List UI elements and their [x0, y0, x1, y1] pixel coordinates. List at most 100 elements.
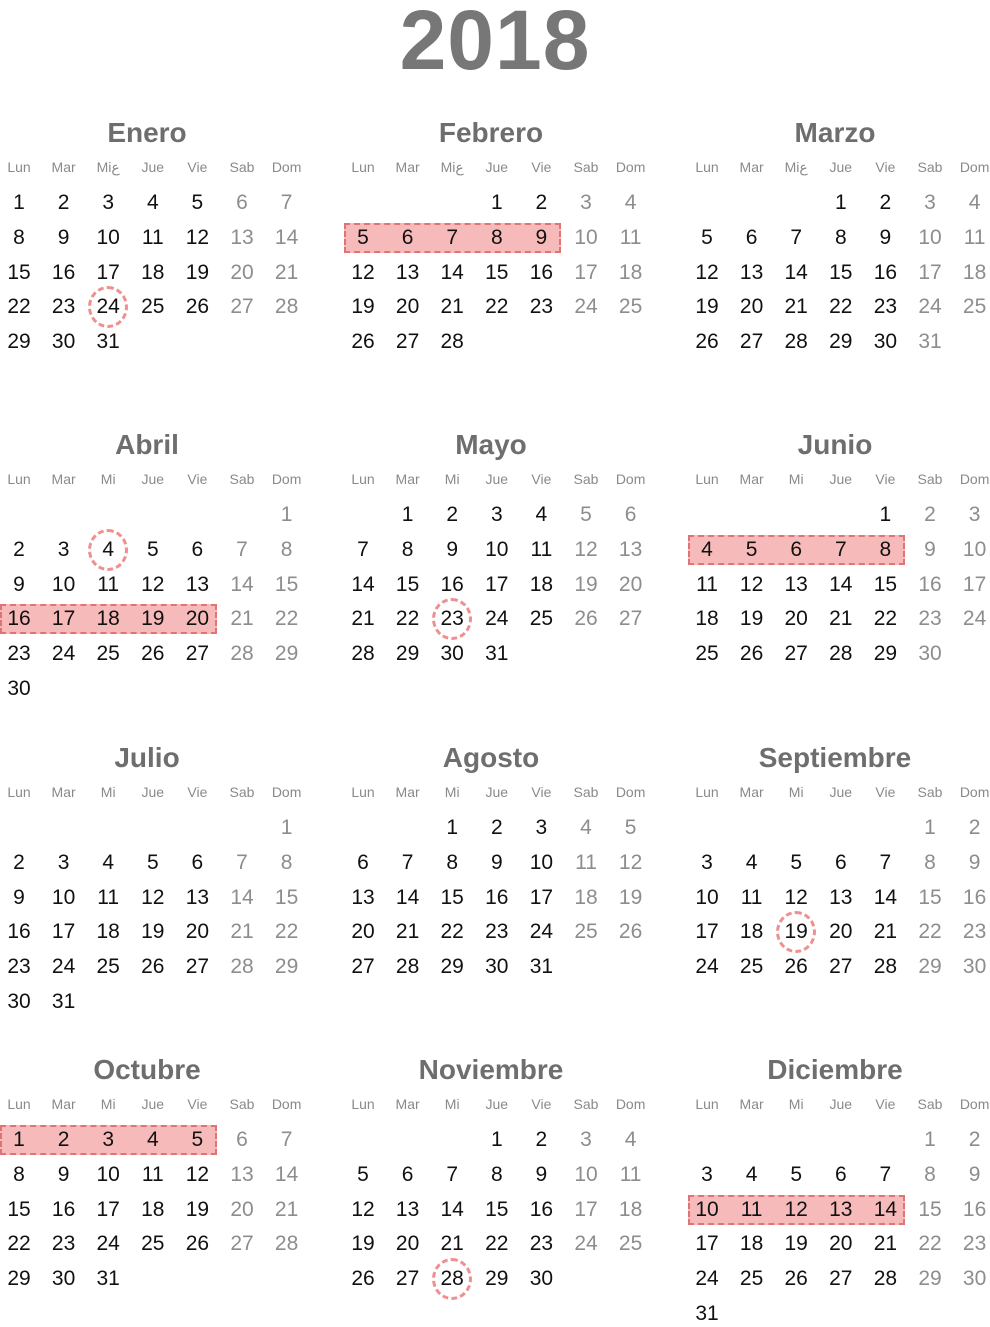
day-cell: 7: [446, 225, 459, 249]
day-cell: 15: [395, 572, 420, 596]
day-cell: 12: [185, 225, 210, 249]
day-cell: 16: [440, 572, 464, 596]
day-cell: 26: [351, 330, 375, 354]
day-cell: 11: [141, 1162, 164, 1186]
day-cell: 4: [535, 503, 548, 526]
day-cell: 1: [13, 191, 25, 214]
day-cell: 6: [191, 850, 204, 874]
day-cell: 13: [185, 572, 210, 596]
day-cell: 6: [357, 850, 369, 874]
day-cell: 22: [7, 295, 31, 319]
day-cell: 15: [274, 572, 299, 596]
day-cell: 6: [834, 1162, 847, 1186]
highlighted-week: [344, 222, 561, 253]
day-cell: 21: [395, 920, 420, 944]
day-cell: 5: [745, 537, 758, 561]
weekday-header: Mi: [100, 784, 116, 800]
weekday-header: Vie: [875, 1096, 896, 1112]
day-cell: 11: [619, 1162, 642, 1186]
weekday-header: Vie: [531, 784, 552, 800]
day-cell: 31: [96, 330, 120, 354]
day-cell: 18: [574, 885, 598, 909]
day-cell: 9: [924, 537, 936, 561]
day-cell: 6: [236, 191, 248, 214]
weekday-header: Dom: [959, 784, 990, 800]
day-cell: 19: [351, 1232, 375, 1256]
day-cell: 24: [574, 295, 598, 319]
day-cell: 30: [873, 330, 898, 354]
day-cell: 14: [351, 572, 375, 596]
weekday-header: Lun: [351, 159, 375, 175]
day-cell: 16: [873, 260, 898, 284]
day-cell: 5: [624, 816, 637, 839]
day-cell: 17: [96, 260, 120, 284]
day-cell: 9: [535, 1162, 548, 1186]
day-cell: 1: [834, 191, 847, 214]
day-cell: 8: [490, 225, 503, 249]
day-cell: 8: [446, 850, 459, 874]
day-cell: 26: [351, 1267, 375, 1291]
weekday-header: Sab: [229, 159, 255, 175]
day-cell: 6: [191, 537, 204, 561]
day-cell: 23: [485, 920, 509, 944]
day-cell: 4: [146, 1128, 159, 1151]
day-cell: 26: [141, 955, 165, 979]
day-cell: 11: [530, 537, 553, 561]
day-cell: 5: [146, 850, 159, 874]
day-cell: 4: [624, 191, 637, 214]
day-cell: 14: [440, 1197, 464, 1221]
day-cell: 15: [440, 885, 464, 909]
day-cell: 5: [357, 225, 369, 249]
weekday-header: Miع: [96, 159, 120, 175]
day-cell: 12: [784, 1197, 808, 1221]
weekday-header: Dom: [959, 1096, 990, 1112]
day-cell: 15: [7, 1197, 31, 1221]
day-cell: 22: [485, 295, 509, 319]
day-cell: 8: [13, 225, 25, 249]
day-cell: 29: [7, 330, 31, 354]
day-cell: 12: [618, 850, 643, 874]
weekday-header: Jue: [485, 784, 509, 800]
day-cell: 8: [280, 850, 293, 874]
day-cell: 29: [918, 1267, 942, 1291]
day-cell: 22: [485, 1232, 509, 1256]
day-cell: 18: [141, 260, 165, 284]
day-cell: 1: [490, 191, 503, 214]
day-cell: 21: [440, 1232, 464, 1256]
month-name: Enero: [107, 117, 187, 148]
weekday-header: Mar: [395, 159, 420, 175]
day-cell: 26: [574, 607, 598, 631]
weekday-header: Mar: [395, 784, 420, 800]
day-cell: 4: [968, 191, 981, 214]
day-cell: 24: [96, 1232, 120, 1256]
day-cell: 27: [395, 330, 420, 354]
day-cell: 14: [784, 260, 808, 284]
weekday-header: Jue: [485, 159, 509, 175]
day-cell: 1: [13, 1128, 25, 1151]
day-cell: 21: [829, 607, 853, 631]
day-cell: 14: [274, 1162, 299, 1186]
weekday-header: Mi: [788, 471, 804, 487]
day-cell: 22: [274, 920, 299, 944]
weekday-header: Vie: [875, 784, 896, 800]
day-cell: 4: [745, 1162, 758, 1186]
weekday-header: Vie: [187, 159, 208, 175]
day-cell: 22: [395, 607, 420, 631]
day-cell: 21: [230, 607, 254, 631]
day-cell: 3: [57, 850, 70, 874]
day-cell: 18: [618, 1197, 643, 1221]
day-cell: 14: [873, 885, 898, 909]
weekday-header: Vie: [531, 159, 552, 175]
day-cell: 1: [446, 816, 459, 839]
day-cell: 2: [57, 191, 70, 214]
day-cell: 27: [784, 642, 808, 666]
month-name: Diciembre: [767, 1054, 903, 1085]
day-cell: 8: [924, 850, 936, 874]
day-cell: 21: [784, 295, 808, 319]
day-cell: 22: [7, 1232, 31, 1256]
day-cell: 5: [580, 503, 592, 526]
day-cell: 26: [185, 295, 210, 319]
weekday-header: Mi: [100, 471, 116, 487]
weekday-header: Sab: [573, 159, 599, 175]
